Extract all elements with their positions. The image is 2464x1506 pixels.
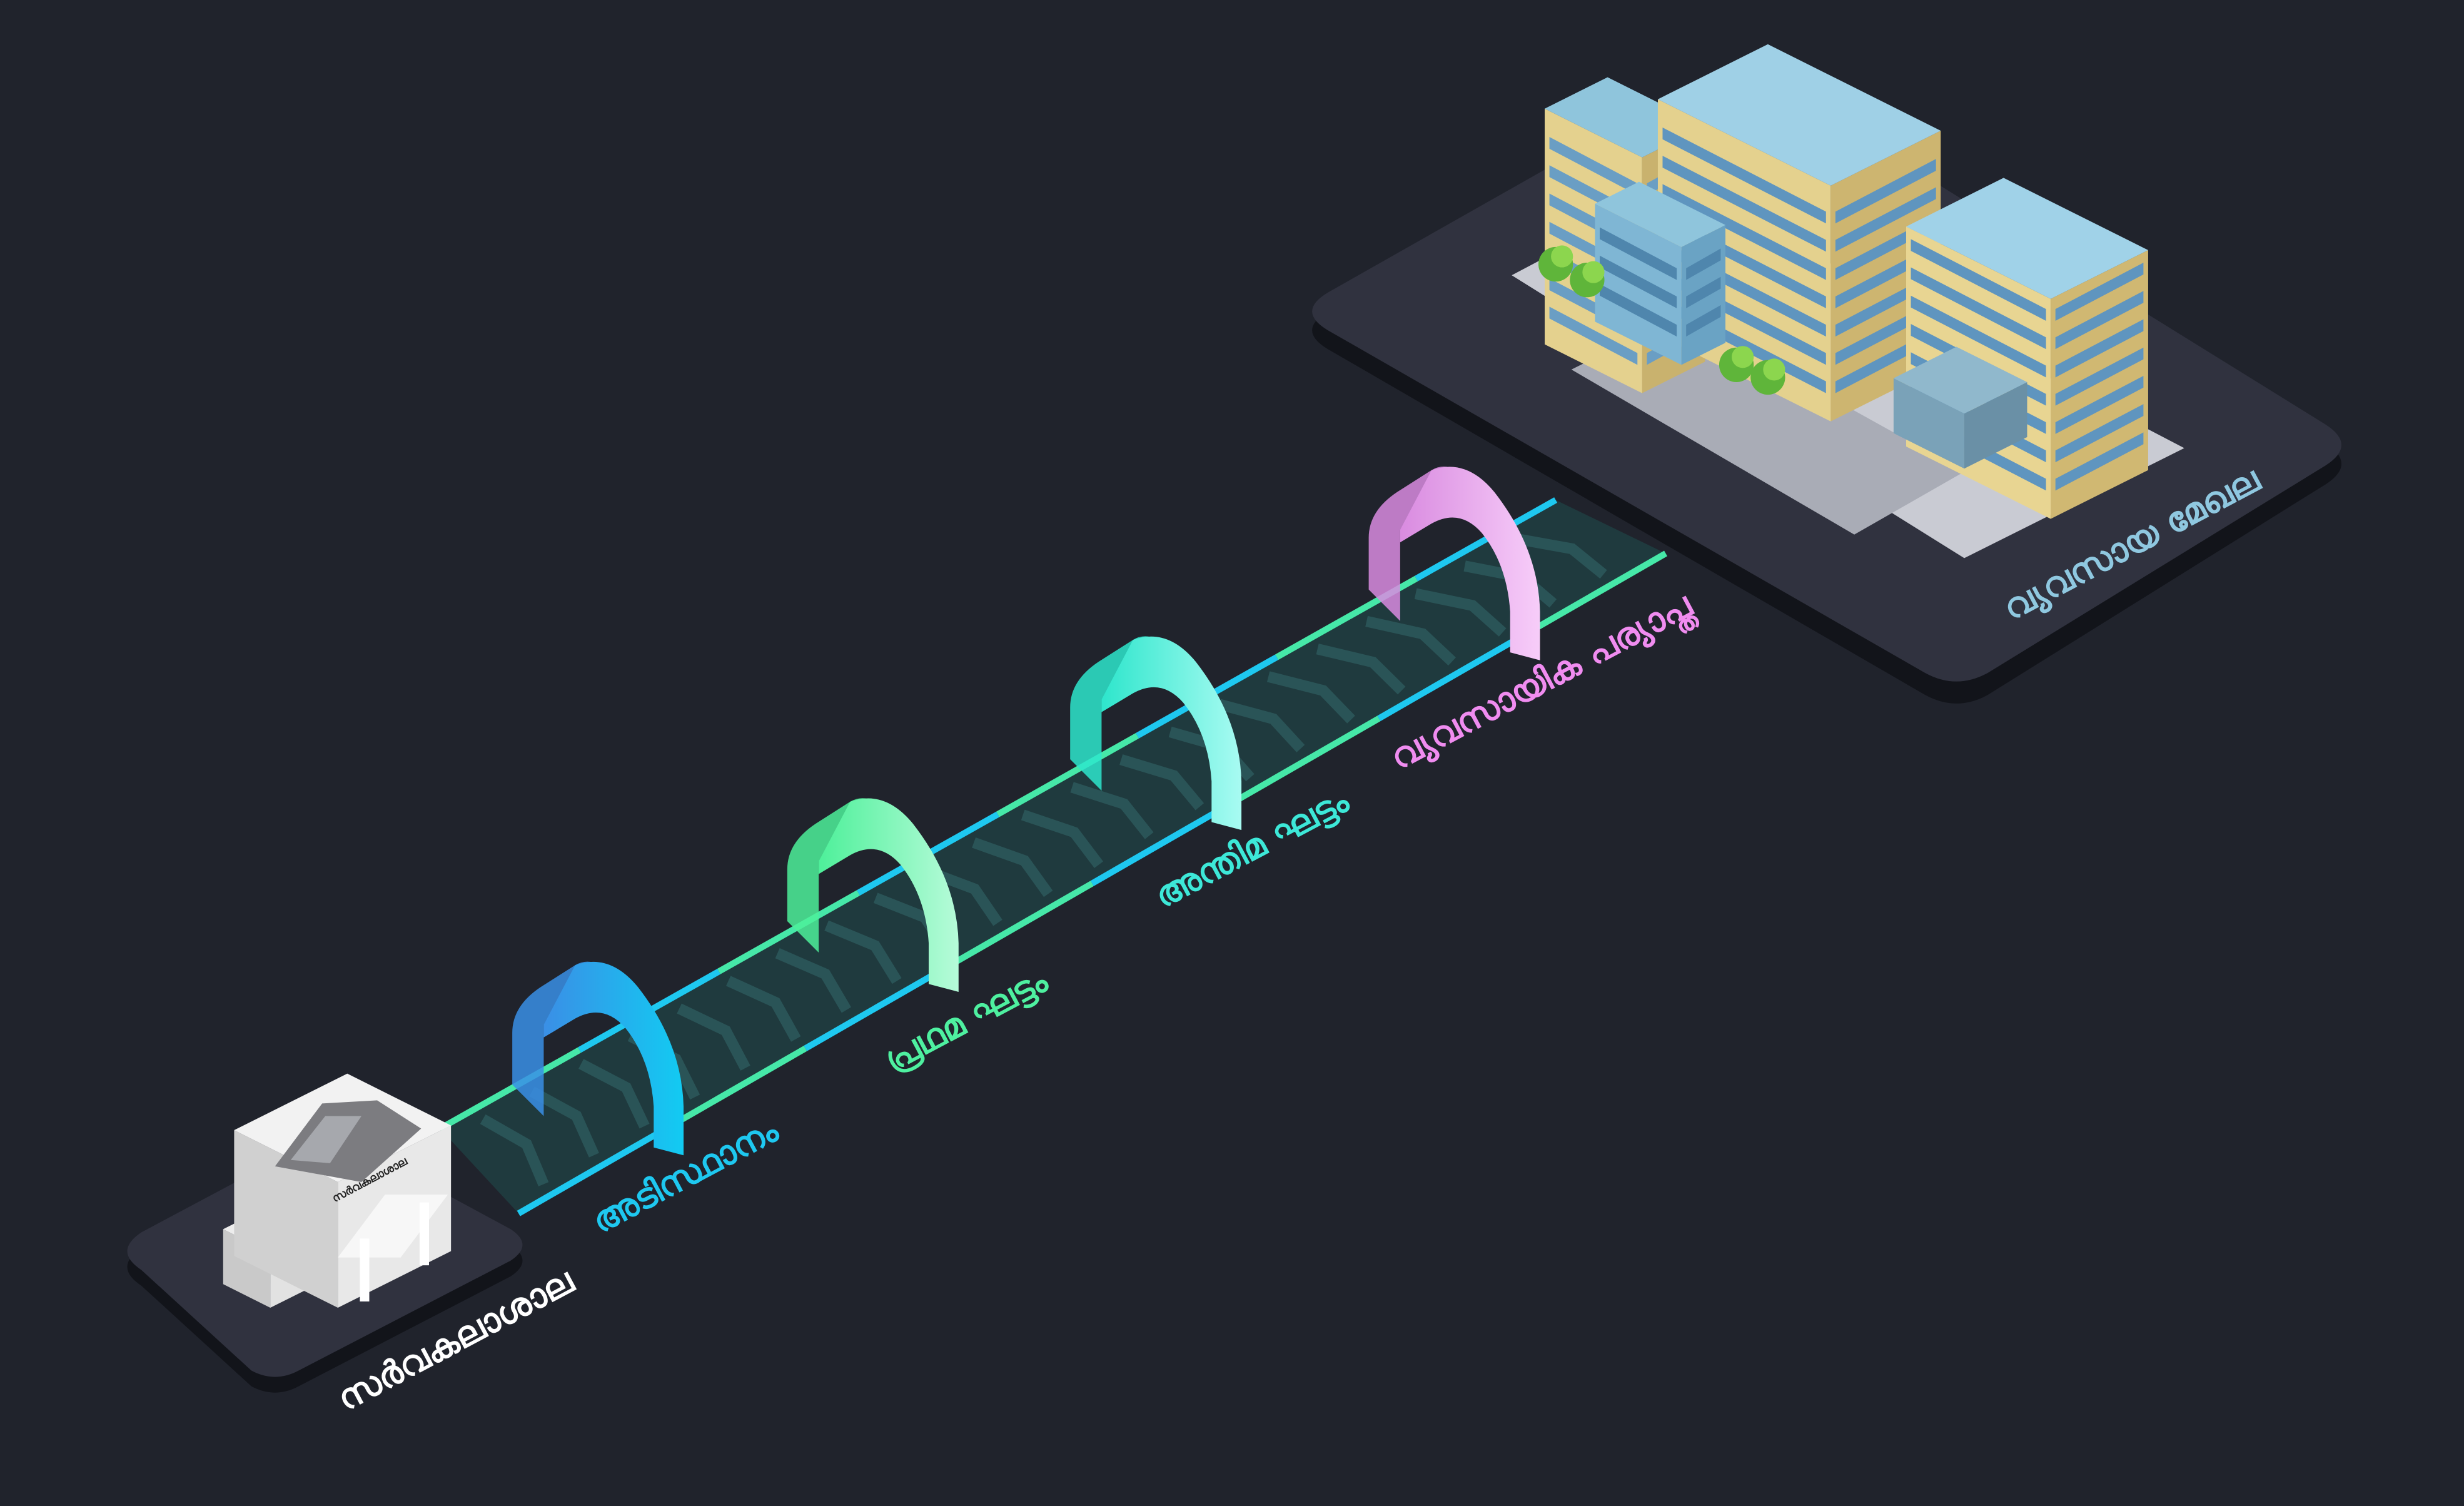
window-band xyxy=(1549,306,1638,365)
window-band xyxy=(1662,156,1826,252)
window-band xyxy=(2055,291,2144,350)
chevron-mark xyxy=(824,920,902,984)
building-right-face xyxy=(1964,382,2027,469)
chevron-mark xyxy=(1365,615,1456,666)
window-band xyxy=(1911,239,2046,321)
university-skylight xyxy=(290,1116,361,1163)
office-block-center xyxy=(1657,44,1941,422)
window-band xyxy=(1686,248,1721,280)
building-roof xyxy=(1657,44,1941,186)
stage-arches xyxy=(512,467,1540,1156)
tree-icon xyxy=(1763,358,1785,381)
chevron-mark xyxy=(1316,644,1406,695)
buildings xyxy=(223,44,2148,1308)
building-roof xyxy=(1906,178,2148,299)
window-band xyxy=(2055,432,2144,491)
window-band xyxy=(2055,319,2144,378)
arch-side-face xyxy=(1070,636,1168,791)
road-edge-segment xyxy=(1234,715,1381,804)
arch-front-face xyxy=(543,961,684,1156)
road-edge-segment xyxy=(1520,550,1668,639)
chevron-mark xyxy=(726,976,801,1042)
window-band xyxy=(2055,347,2144,406)
chevron-mark xyxy=(1513,533,1607,579)
university-column xyxy=(419,1202,429,1266)
window-band xyxy=(2055,404,2144,463)
arch-side-face xyxy=(512,961,610,1116)
window-band xyxy=(1599,227,1677,280)
road-edge-segment xyxy=(438,1047,582,1131)
chevron-mark xyxy=(677,1003,750,1071)
arch-front-face xyxy=(1400,467,1540,660)
stage-arch-0 xyxy=(512,961,684,1156)
stage-arch-2 xyxy=(1070,636,1242,831)
chevron-mark xyxy=(972,837,1053,897)
chevron-mark xyxy=(1070,782,1154,839)
arch-front-face xyxy=(1101,636,1242,831)
window-band xyxy=(1662,184,1826,280)
road-edge-segment xyxy=(1415,497,1558,582)
window-band xyxy=(1835,159,1936,224)
chevron-mark xyxy=(1218,699,1305,752)
window-band xyxy=(1911,267,2046,350)
stage-arch-1 xyxy=(787,798,959,992)
chevron-mark xyxy=(480,1114,549,1186)
window-band xyxy=(1599,283,1677,337)
tree-icon xyxy=(1551,245,1573,268)
chevron-mark xyxy=(1021,809,1103,869)
window-band xyxy=(1686,276,1721,308)
window-band xyxy=(1549,137,1638,195)
progress-road xyxy=(438,497,1668,1216)
warehouse-block xyxy=(1893,346,2027,469)
road-edge-segment xyxy=(996,732,1139,817)
road-edge-segment xyxy=(660,1046,807,1134)
road-edge-segment xyxy=(947,881,1094,969)
chevron-mark xyxy=(529,1086,599,1158)
window-band xyxy=(1911,295,2046,378)
window-band xyxy=(1686,305,1721,337)
road-surface xyxy=(440,500,1666,1214)
building-roof xyxy=(1595,181,1726,247)
arch-side-face xyxy=(787,798,885,953)
road-edge-segment xyxy=(1377,633,1524,722)
tree-icon xyxy=(1582,261,1605,283)
window-band xyxy=(1835,187,1936,252)
chevron-mark xyxy=(1414,588,1507,637)
chevron-mark xyxy=(775,948,852,1013)
road-edge-segment xyxy=(804,963,951,1051)
building-roof xyxy=(1893,346,2027,414)
stage-arch-3 xyxy=(1368,467,1540,660)
chevron-mark xyxy=(578,1059,650,1129)
arch-front-face xyxy=(819,798,959,992)
building-left-face xyxy=(234,1130,338,1308)
arch-side-face xyxy=(1368,467,1467,621)
window-band xyxy=(1662,127,1826,224)
road-edge-segment xyxy=(717,890,861,974)
window-band xyxy=(2055,375,2144,434)
chevron-mark xyxy=(1119,754,1204,811)
tree-icon xyxy=(1732,346,1754,368)
road-edges xyxy=(438,497,1668,1216)
window-band xyxy=(2055,263,2144,321)
building-left-face xyxy=(1893,378,1964,469)
road-edge-segment xyxy=(517,1128,664,1216)
office-annex xyxy=(1595,181,1726,365)
chevron-mark xyxy=(1266,671,1355,724)
window-band xyxy=(1599,255,1677,308)
university-column xyxy=(360,1238,370,1301)
